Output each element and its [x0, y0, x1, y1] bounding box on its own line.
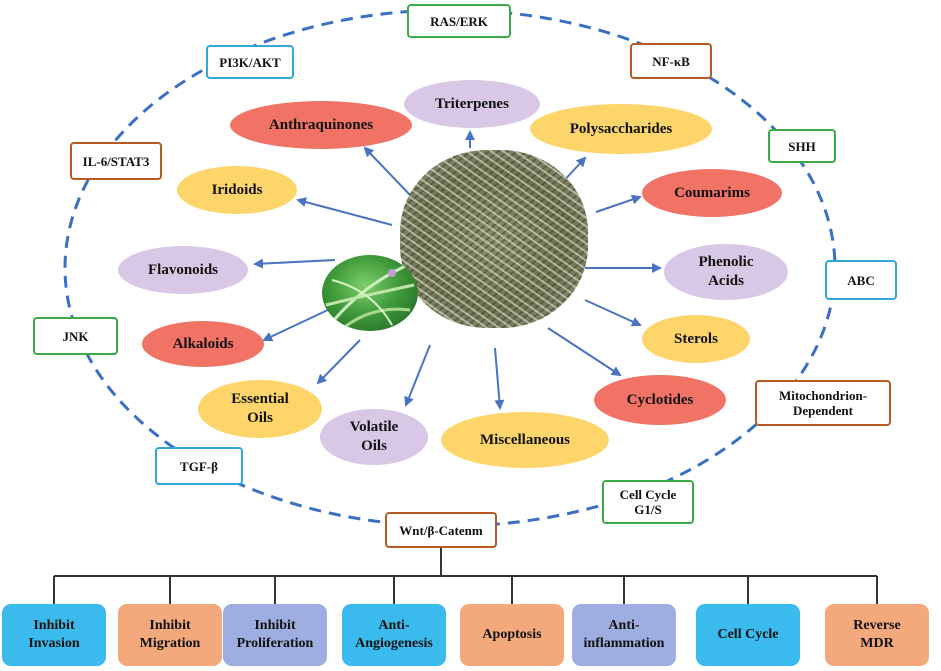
arrow-to-miscellaneous: [494, 347, 505, 410]
compound-label: Sterols: [674, 330, 718, 347]
compound-label: Flavonoids: [147, 261, 219, 278]
effect-label-line: MDR: [860, 636, 894, 651]
compound-label: Miscellaneous: [480, 431, 570, 448]
compound-triterpenes: Triterpenes: [404, 80, 540, 128]
arrows-group: [253, 130, 662, 410]
effect-label-line: Anti-: [378, 618, 410, 633]
pathway-label: ABC: [847, 272, 875, 288]
compound-label: Alkaloids: [172, 335, 234, 352]
arrow-to-anthraquinones: [363, 146, 411, 196]
compound-label-line: Oils: [247, 410, 273, 426]
compound-label-line: Phenolic: [698, 254, 754, 270]
arrow-to-cyclotides: [547, 327, 622, 377]
compound-label: Coumarims: [674, 184, 750, 201]
pathway-ras-erk: RAS/ERK: [407, 4, 511, 38]
compound-coumarims: Coumarims: [642, 169, 782, 217]
pathway-wnt: Wnt/β-Catenm: [385, 512, 497, 548]
pathway-label-line: Dependent: [793, 403, 853, 418]
compound-label: Cyclotides: [626, 391, 694, 408]
compound-polysaccharides: Polysaccharides: [530, 104, 712, 154]
arrow-to-flavonoids: [253, 258, 336, 269]
pathway-mitochondrion: Mitochondrion-Dependent: [755, 380, 891, 426]
pathway-il6-stat3: IL-6/STAT3: [70, 142, 162, 180]
pathway-nf-kb: NF-κB: [630, 43, 712, 79]
arrow-to-volatile-oils: [404, 344, 431, 407]
compound-label: Polysaccharides: [569, 120, 673, 137]
pathway-jnk: JNK: [33, 317, 118, 355]
tea-leaves-image: [400, 150, 588, 328]
pathway-label-line: G1/S: [634, 502, 662, 517]
effect-label-line: Reverse: [853, 618, 901, 633]
pathway-label: PI3K/AKT: [219, 54, 281, 70]
arrow-to-coumarims: [595, 194, 642, 213]
pathway-tgf-b: TGF-β: [155, 447, 243, 485]
effect-label-line: inflammation: [583, 636, 665, 651]
pathway-abc: ABC: [825, 260, 897, 300]
effect-label-line: Angiogenesis: [355, 636, 433, 651]
effect-label-line: Cell Cycle: [717, 627, 779, 642]
pathway-label: SHH: [788, 138, 816, 154]
effect-label-line: Apoptosis: [482, 627, 542, 642]
compound-miscellaneous: Miscellaneous: [441, 412, 609, 468]
effect-cell-cycle: Cell Cycle: [696, 604, 800, 666]
arrow-to-alkaloids: [262, 307, 333, 342]
compound-label-line: Acids: [708, 273, 744, 289]
effect-label-line: Inhibit: [149, 618, 191, 633]
arrow-to-iridoids: [296, 197, 393, 226]
arrow-to-sterols: [584, 299, 642, 327]
pathway-label: Wnt/β-Catenm: [399, 522, 483, 538]
pathway-label: IL-6/STAT3: [82, 153, 150, 169]
effect-label-line: Invasion: [28, 636, 80, 651]
effect-apoptosis: Apoptosis: [460, 604, 564, 666]
arrow-to-essential-oils: [316, 339, 361, 385]
compound-sterols: Sterols: [642, 315, 750, 363]
compound-label-line: Oils: [361, 438, 387, 454]
pathway-label-line: Mitochondrion-: [778, 388, 868, 403]
compound-label: Iridoids: [211, 181, 263, 198]
compound-label-line: Volatile: [349, 419, 399, 435]
effect-label-line: Inhibit: [33, 618, 75, 633]
effect-anti-inflammation: Anti-inflammation: [572, 604, 676, 666]
pathway-label-line: Cell Cycle: [619, 487, 677, 502]
compound-label: Anthraquinones: [268, 116, 374, 133]
compound-cyclotides: Cyclotides: [594, 375, 726, 425]
effect-label-line: Anti-: [608, 618, 640, 633]
effect-anti-angiogenesis: Anti- Angiogenesis: [342, 604, 446, 666]
pathway-label: JNK: [62, 328, 89, 344]
effect-label-line: Inhibit: [254, 618, 296, 633]
herb-plant-image: [322, 255, 418, 331]
compound-flavonoids: Flavonoids: [118, 246, 248, 294]
pathway-pi3k-akt: PI3K/AKT: [206, 45, 294, 79]
pathway-label: NF-κB: [652, 53, 690, 69]
compound-label: Triterpenes: [435, 95, 509, 112]
compound-label-line: Essential: [231, 391, 289, 407]
pathway-label: RAS/ERK: [430, 13, 488, 29]
compound-alkaloids: Alkaloids: [142, 321, 264, 367]
pathway-shh: SHH: [768, 129, 836, 163]
compound-anthraquinones: Anthraquinones: [230, 101, 412, 149]
compound-iridoids: Iridoids: [177, 166, 297, 214]
effect-label-line: Proliferation: [236, 636, 314, 651]
tree-connector: [53, 548, 878, 604]
effect-label-line: Migration: [139, 636, 201, 651]
pathway-label: TGF-β: [180, 458, 218, 474]
